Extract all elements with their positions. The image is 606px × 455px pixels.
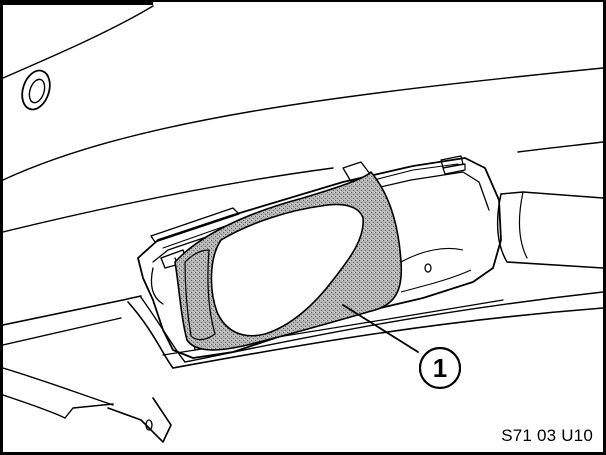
- lower-bracket: [107, 397, 172, 443]
- mounting-tab: [442, 163, 466, 175]
- right-trim-piece: [500, 191, 603, 199]
- callout-1: 1: [342, 304, 462, 390]
- foam-insert-strip: [184, 249, 216, 341]
- recess-inner-curve: [400, 269, 472, 293]
- lower-panel-edge: [3, 367, 114, 406]
- bumper-illustration: 1: [3, 5, 603, 443]
- recess-inner-curve: [400, 247, 464, 263]
- small-hole: [424, 263, 432, 273]
- body-contour-line: [517, 141, 603, 153]
- bracket-hole: [145, 419, 153, 431]
- lower-panel-edge: [3, 394, 66, 419]
- frame-top-rule: [153, 0, 603, 2]
- frame-top-tab: [3, 0, 153, 5]
- left-clip: [150, 267, 164, 305]
- mounting-tab: [150, 207, 240, 243]
- figure-code: S71 03 U10: [501, 426, 593, 445]
- bumper-surface-line: [127, 301, 174, 369]
- lower-panel-edge: [3, 317, 122, 346]
- bumper-surface-line: [139, 295, 186, 363]
- body-contour-line: [3, 67, 603, 181]
- bumper-surface-line: [172, 307, 603, 369]
- grommet-outer: [21, 69, 51, 111]
- foam-insert-window: [210, 203, 364, 337]
- body-contour-line: [3, 167, 334, 233]
- lower-panel-edge: [64, 403, 114, 419]
- right-trim-piece: [496, 193, 603, 269]
- lower-panel-edge: [3, 295, 142, 326]
- right-trim-piece: [518, 191, 528, 259]
- callout-circle: [418, 346, 462, 390]
- callout-number: 1: [433, 353, 447, 383]
- grommet-inner: [28, 78, 46, 104]
- callout-leader: [342, 304, 419, 353]
- body-contour-line: [3, 5, 154, 79]
